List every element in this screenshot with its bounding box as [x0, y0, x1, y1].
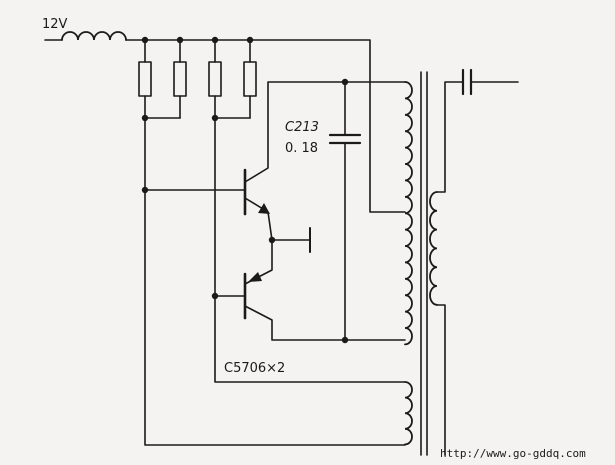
base-bias-wire-2 — [214, 117, 406, 383]
transistor-part-label: C5706×2 — [224, 361, 285, 376]
capacitor-ref-label: C213 — [285, 120, 319, 135]
capacitor-value-label: 0. 18 — [285, 141, 318, 156]
feedback-winding — [404, 381, 413, 446]
supply-voltage-label: 12V — [42, 17, 68, 32]
secondary-winding — [429, 81, 464, 456]
transformer-core — [420, 71, 428, 456]
primary-winding — [404, 81, 413, 346]
base-bias-wire — [144, 117, 406, 446]
ground-symbol — [271, 227, 311, 253]
transistor-q1 — [144, 81, 406, 241]
source-watermark: http://www.go-gddq.com — [440, 447, 586, 460]
output-capacitor — [461, 68, 519, 96]
input-inductor — [44, 31, 406, 213]
transistor-q2 — [214, 239, 406, 341]
resistor-bank — [138, 39, 257, 119]
capacitor-c213 — [328, 81, 362, 341]
